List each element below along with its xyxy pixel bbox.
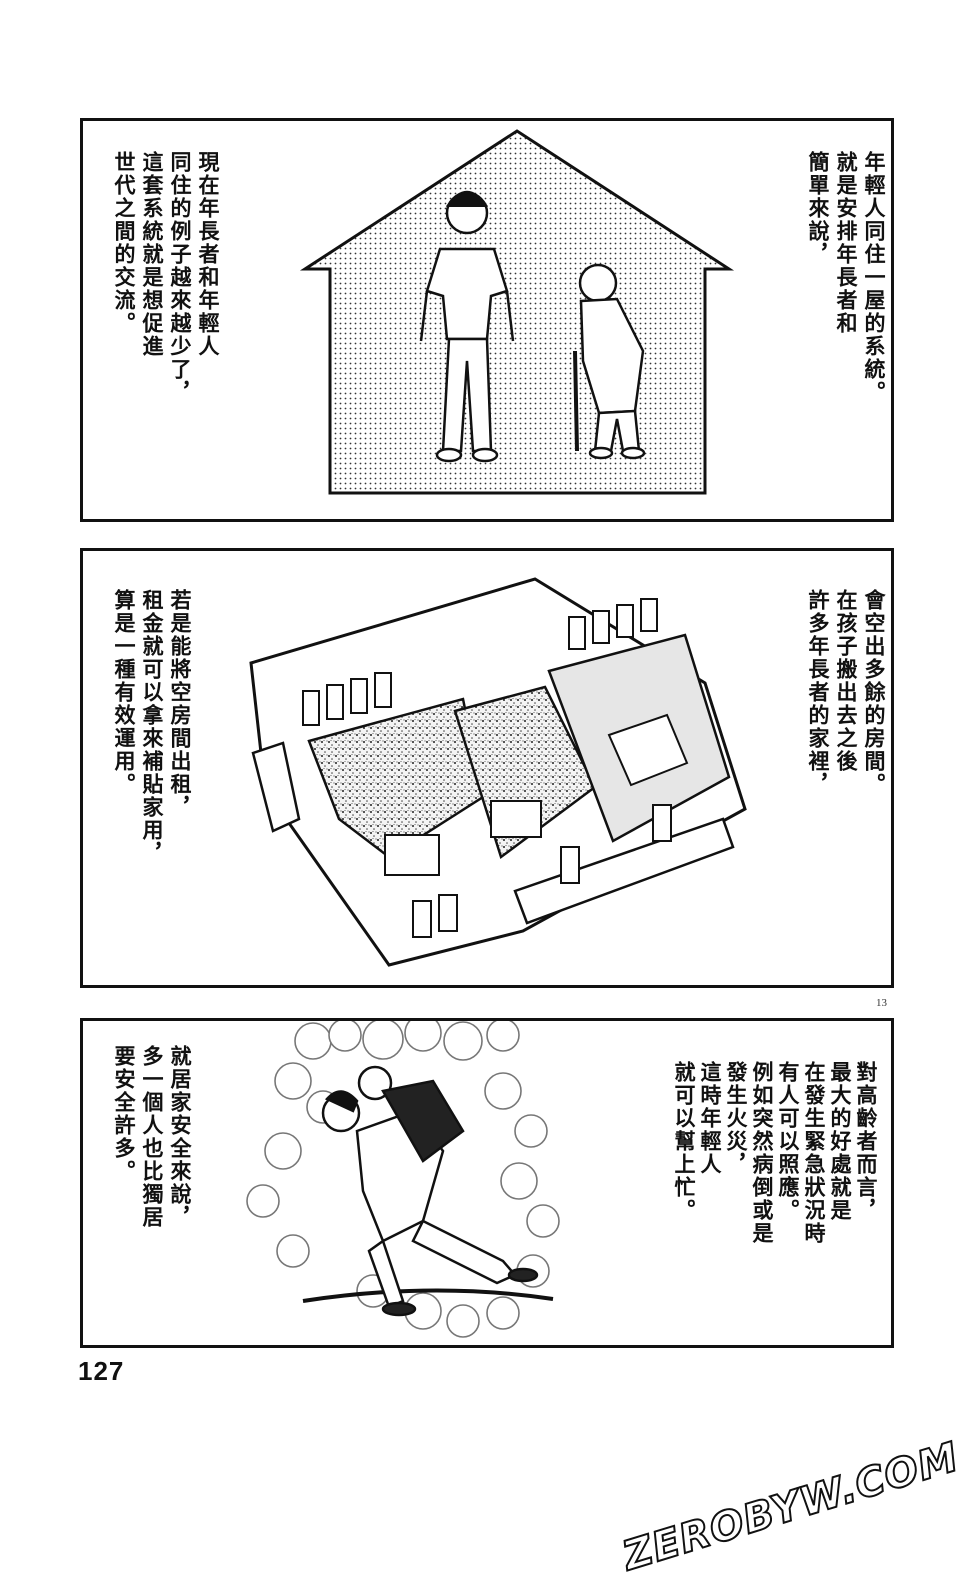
caption-right-col7: 這時年輕人	[698, 1061, 722, 1176]
caption-left-col3: 這套系統就是想促進	[140, 151, 164, 358]
caption-left-col1: 就居家安全來說，	[168, 1045, 192, 1229]
caption-left-col2: 多一個人也比獨居	[140, 1045, 164, 1229]
caption-right-col2: 就是安排年長者和	[834, 151, 858, 335]
watermark-text: ZEROBYW.COM	[616, 1433, 965, 1580]
young-man-figure	[419, 190, 515, 463]
balcony-left	[251, 741, 301, 833]
caption-left-col1: 現在年長者和年輕人	[196, 151, 220, 358]
balcony-right	[513, 817, 735, 925]
room-left	[307, 697, 485, 859]
page-number: 127	[78, 1356, 125, 1386]
old-man-figure	[573, 263, 646, 460]
caption-right-col3: 在發生緊急狀況時	[802, 1061, 826, 1245]
caption-left-col2: 同住的例子越來越少了，	[168, 151, 192, 404]
watermark: ZEROBYW.COM	[616, 1433, 965, 1580]
panel-index: 13	[876, 997, 887, 1009]
panel-house: 簡單來說， 就是安排年長者和 年輕人同住一屋的系統。 現在年長者和年輕人 同住的…	[80, 118, 894, 522]
rescue-illustration	[246, 1021, 560, 1338]
floorplan-illustration	[249, 577, 747, 967]
caption-right-col2: 在孩子搬出去之後	[834, 589, 858, 773]
house-shape	[299, 129, 735, 495]
caption-right-col1: 簡單來說，	[806, 151, 830, 266]
caption-right-col5: 例如突然病倒或是	[750, 1061, 774, 1245]
panel-rescue: 對高齡者而言， 最大的好處就是 在發生緊急狀況時 有人可以照應。 例如突然病倒或…	[80, 1018, 894, 1348]
desk-left	[384, 834, 440, 876]
desk-middle	[490, 800, 542, 838]
caption-right-col1: 許多年長者的家裡，	[806, 589, 830, 796]
house-illustration	[299, 129, 735, 495]
caption-right-col3: 會空出多餘的房間。	[862, 589, 886, 796]
panel-floorplan: 許多年長者的家裡， 在孩子搬出去之後 會空出多餘的房間。 若是能將空房間出租， …	[80, 548, 894, 988]
caption-left-col3: 要安全許多。	[112, 1045, 136, 1183]
caption-right-col2: 最大的好處就是	[828, 1061, 852, 1222]
caption-left-col4: 世代之間的交流。	[112, 151, 136, 335]
caption-left-col3: 算是一種有效運用。	[112, 589, 136, 796]
caption-left-col1: 若是能將空房間出租，	[168, 589, 192, 819]
carrying-figures	[321, 1065, 539, 1317]
caption-right-col8: 就可以幫上忙。	[672, 1061, 696, 1222]
caption-left-col2: 租金就可以拿來補貼家用，	[140, 589, 164, 865]
bed	[607, 713, 689, 787]
caption-right-col3: 年輕人同住一屋的系統。	[862, 151, 886, 404]
caption-right-col1: 對高齡者而言，	[854, 1061, 878, 1222]
caption-right-col4: 有人可以照應。	[776, 1061, 800, 1222]
caption-right-col6: 發生火災，	[724, 1061, 748, 1176]
